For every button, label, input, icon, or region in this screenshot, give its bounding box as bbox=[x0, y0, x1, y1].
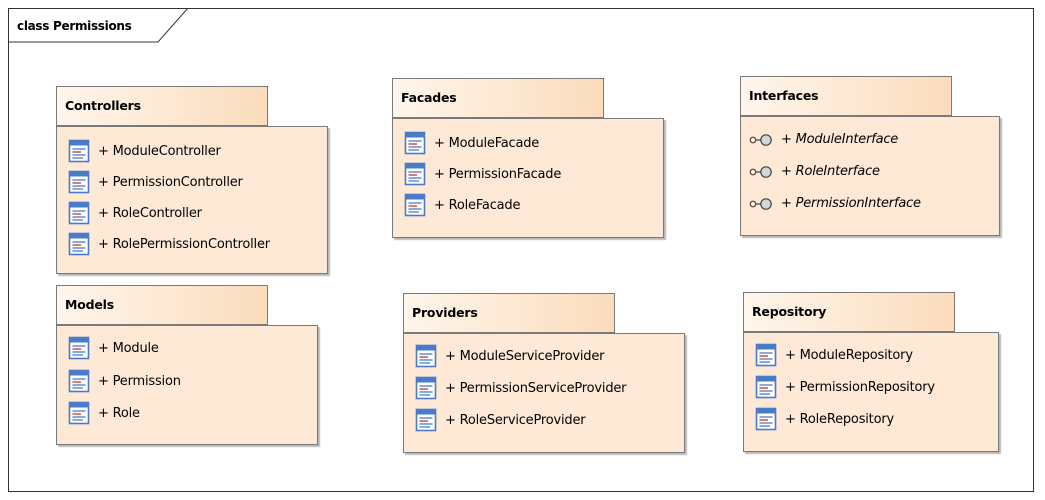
package-name: Controllers bbox=[65, 98, 141, 113]
class-item[interactable]: + Permission bbox=[68, 369, 181, 393]
class-item[interactable]: + PermissionFacade bbox=[404, 162, 561, 186]
class-icon bbox=[755, 343, 777, 367]
class-item[interactable]: + ModuleController bbox=[68, 139, 221, 163]
class-icon bbox=[415, 376, 437, 400]
class-icon bbox=[415, 408, 437, 432]
interface-lollipop-icon bbox=[749, 129, 773, 149]
class-icon bbox=[68, 369, 90, 393]
class-name: + RoleRepository bbox=[785, 411, 894, 427]
class-item[interactable]: + Module bbox=[68, 336, 159, 360]
package-body: + ModuleFacade + PermissionFacade + Role… bbox=[392, 118, 664, 238]
class-icon bbox=[68, 139, 90, 163]
interface-item[interactable]: + RoleInterface bbox=[749, 159, 880, 183]
class-icon bbox=[755, 375, 777, 399]
package-body: + ModuleInterface + RoleInterface + Perm… bbox=[740, 116, 1000, 236]
package-body: + ModuleRepository + PermissionRepositor… bbox=[743, 332, 999, 452]
interface-name: + RoleInterface bbox=[781, 163, 880, 179]
package-name: Providers bbox=[412, 305, 478, 320]
class-icon bbox=[404, 162, 426, 186]
package-tab: Interfaces bbox=[740, 76, 952, 116]
class-item[interactable]: + PermissionRepository bbox=[755, 375, 935, 399]
class-item[interactable]: + ModuleFacade bbox=[404, 131, 539, 155]
class-name: + ModuleRepository bbox=[785, 347, 913, 363]
class-name: + Role bbox=[98, 405, 140, 421]
class-name: + PermissionController bbox=[98, 174, 243, 190]
interface-name: + ModuleInterface bbox=[781, 131, 899, 147]
class-icon bbox=[68, 232, 90, 256]
class-icon bbox=[68, 201, 90, 225]
package-tab: Providers bbox=[403, 293, 615, 333]
interface-lollipop-icon bbox=[749, 193, 773, 213]
class-name: + ModuleController bbox=[98, 143, 221, 159]
class-name: + ModuleServiceProvider bbox=[445, 348, 605, 364]
class-name: + PermissionRepository bbox=[785, 379, 935, 395]
package-name: Models bbox=[65, 297, 114, 312]
class-icon bbox=[404, 131, 426, 155]
package-name: Facades bbox=[401, 90, 457, 105]
class-name: + RoleFacade bbox=[434, 197, 521, 213]
class-icon bbox=[68, 401, 90, 425]
class-item[interactable]: + RoleServiceProvider bbox=[415, 408, 586, 432]
class-name: + RolePermissionController bbox=[98, 236, 270, 252]
package-name: Repository bbox=[752, 304, 827, 319]
class-name: + ModuleFacade bbox=[434, 135, 540, 151]
package-tab: Controllers bbox=[56, 86, 268, 126]
class-icon bbox=[404, 193, 426, 217]
class-name: + Permission bbox=[98, 373, 181, 389]
class-icon bbox=[415, 344, 437, 368]
class-item[interactable]: + PermissionServiceProvider bbox=[415, 376, 627, 400]
interface-lollipop-icon bbox=[749, 161, 773, 181]
interface-name: + PermissionInterface bbox=[781, 195, 921, 211]
class-item[interactable]: + RoleController bbox=[68, 201, 202, 225]
interface-item[interactable]: + PermissionInterface bbox=[749, 191, 921, 215]
class-item[interactable]: + RoleRepository bbox=[755, 407, 894, 431]
package-body: + Module + Permission + Role bbox=[56, 325, 318, 445]
class-name: + RoleServiceProvider bbox=[445, 412, 586, 428]
class-icon bbox=[68, 336, 90, 360]
interface-item[interactable]: + ModuleInterface bbox=[749, 127, 898, 151]
class-item[interactable]: + Role bbox=[68, 401, 140, 425]
class-name: + Module bbox=[98, 340, 159, 356]
class-name: + RoleController bbox=[98, 205, 202, 221]
class-item[interactable]: + ModuleRepository bbox=[755, 343, 913, 367]
package-tab: Facades bbox=[392, 78, 604, 118]
class-item[interactable]: + PermissionController bbox=[68, 170, 243, 194]
class-icon bbox=[68, 170, 90, 194]
package-tab: Models bbox=[56, 285, 268, 325]
class-icon bbox=[755, 407, 777, 431]
package-body: + ModuleServiceProvider + PermissionServ… bbox=[403, 333, 685, 453]
class-name: + PermissionFacade bbox=[434, 166, 562, 182]
class-item[interactable]: + ModuleServiceProvider bbox=[415, 344, 604, 368]
package-name: Interfaces bbox=[749, 88, 819, 103]
package-body: + ModuleController + PermissionControlle… bbox=[56, 126, 328, 274]
diagram-frame bbox=[8, 8, 1034, 492]
diagram-title: class Permissions bbox=[17, 19, 132, 33]
frame-title-tab bbox=[8, 8, 189, 43]
package-tab: Repository bbox=[743, 292, 955, 332]
class-name: + PermissionServiceProvider bbox=[445, 380, 627, 396]
class-item[interactable]: + RolePermissionController bbox=[68, 232, 270, 256]
class-item[interactable]: + RoleFacade bbox=[404, 193, 520, 217]
